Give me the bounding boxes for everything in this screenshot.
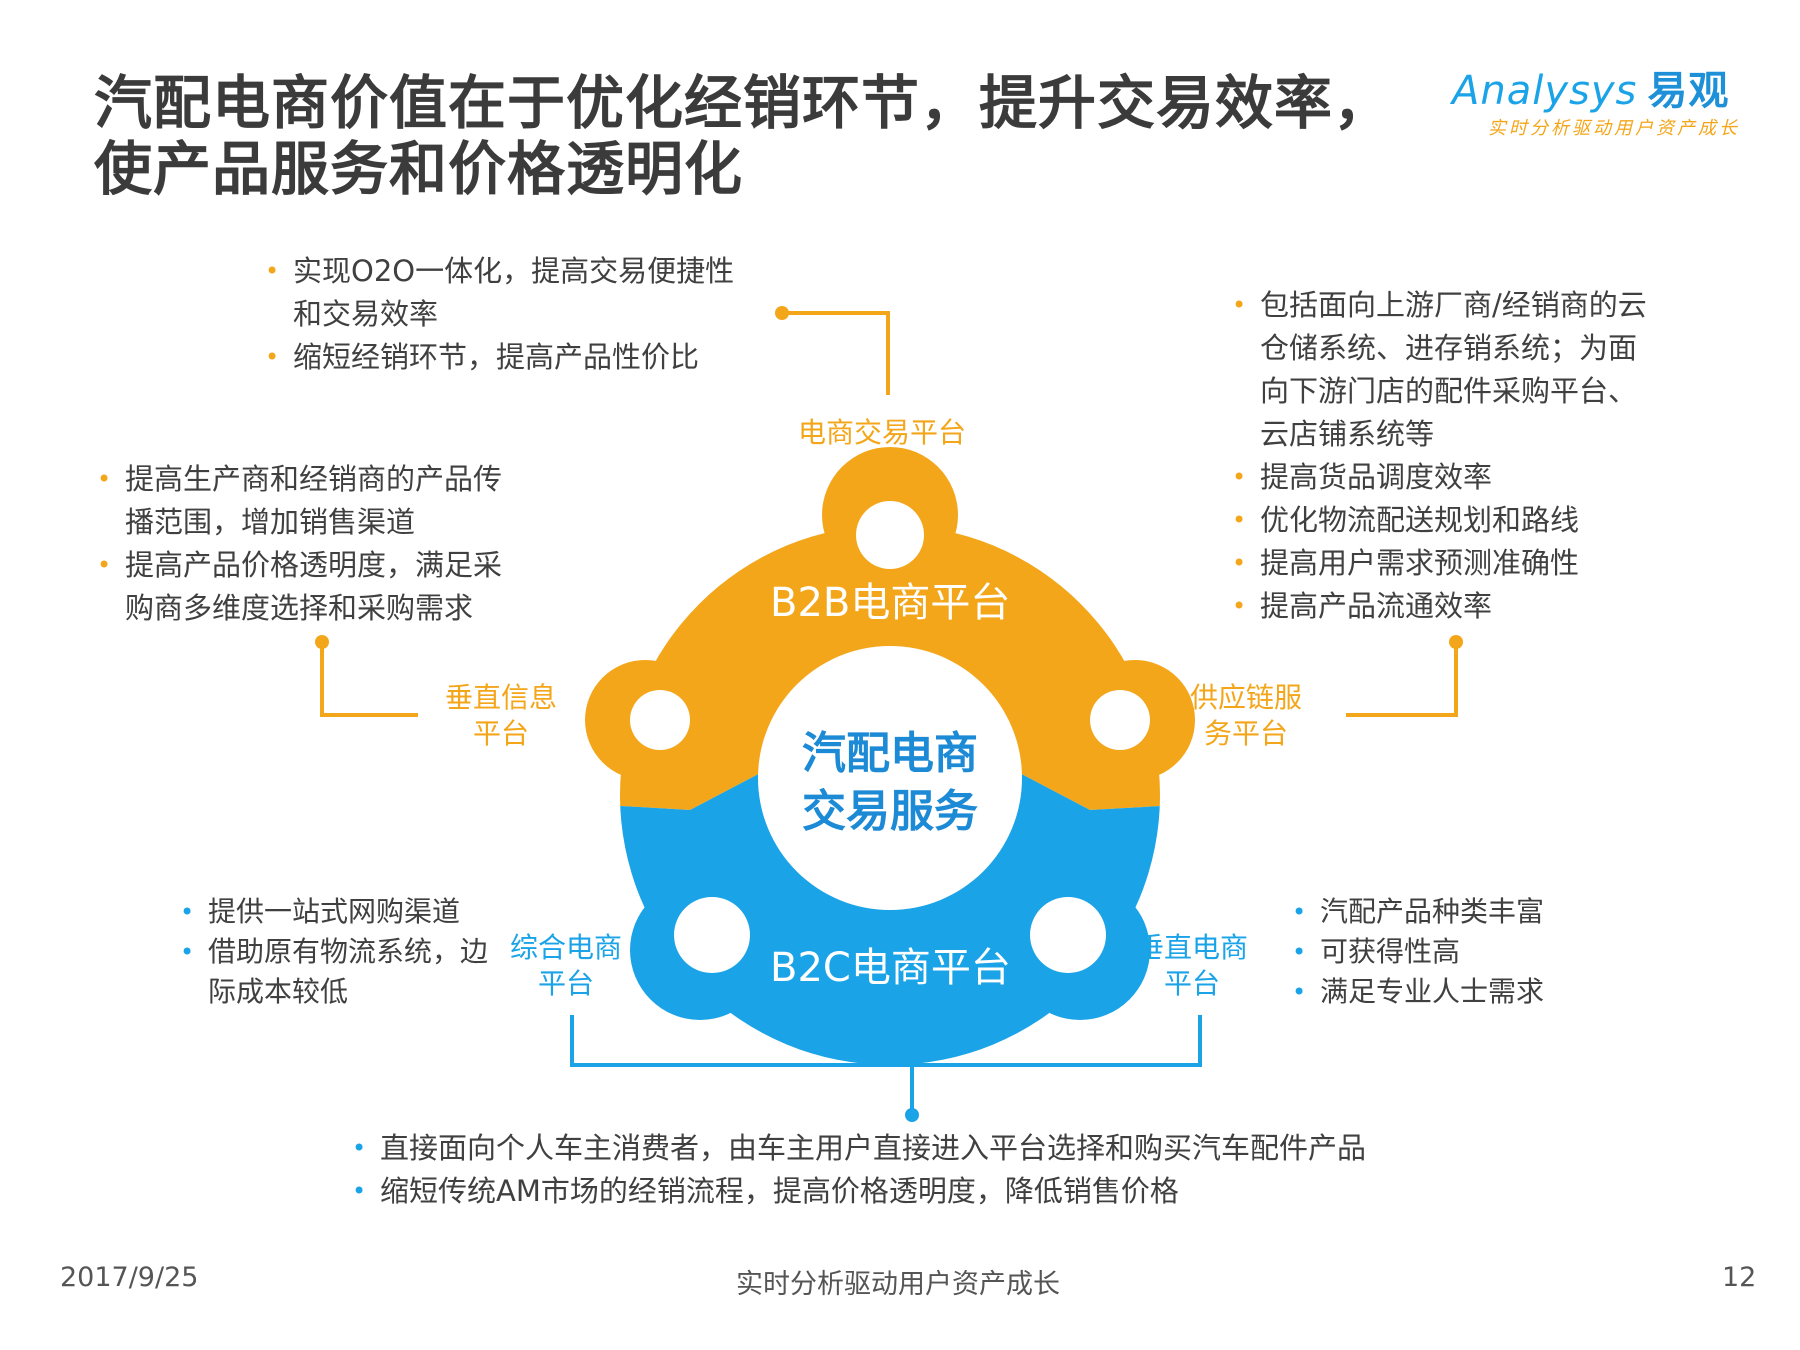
title-line-2: 使产品服务和价格透明化 bbox=[94, 135, 744, 203]
list-item: 提高产品流通效率 bbox=[1232, 585, 1647, 628]
label-vertical-info-line2: 平台 bbox=[473, 717, 530, 750]
handle-notch-right bbox=[1090, 690, 1150, 750]
connector-left-dot bbox=[315, 635, 329, 649]
b2b-platform-label: B2B电商平台 bbox=[770, 580, 1011, 626]
b2c-platform-label: B2C电商平台 bbox=[770, 945, 1011, 991]
label-comprehensive-line1: 综合电商 bbox=[510, 931, 623, 964]
list-item: 直接面向个人车主消费者，由车主用户直接进入平台选择和购买汽车配件产品 bbox=[352, 1127, 1366, 1170]
handle-notch-top bbox=[856, 501, 924, 569]
list-item: 汽配产品种类丰富 bbox=[1292, 892, 1544, 932]
handle-notch-bottom-left bbox=[674, 897, 750, 973]
label-supply-chain-line2: 务平台 bbox=[1204, 717, 1289, 750]
orange-connectors bbox=[320, 311, 1458, 717]
list-item: 提供一站式网购渠道 bbox=[180, 892, 488, 932]
connector-top-dot bbox=[775, 306, 789, 320]
label-vertical-ecommerce: 垂直电商 平台 bbox=[1136, 930, 1248, 1002]
footer-date: 2017/9/25 bbox=[60, 1262, 199, 1293]
logo-tagline: 实时分析驱动用户资产成长 bbox=[1488, 118, 1740, 139]
center-line-1: 汽配电商 bbox=[802, 728, 978, 779]
label-supply-chain: 供应链服 务平台 bbox=[1190, 680, 1302, 752]
label-comprehensive-line2: 平台 bbox=[538, 967, 595, 1000]
list-item: 满足专业人士需求 bbox=[1292, 972, 1544, 1012]
logo-cn: 易观 bbox=[1647, 68, 1730, 114]
logo-latin: Analysys bbox=[1452, 68, 1638, 114]
list-item: 缩短经销环节，提高产品性价比 bbox=[265, 336, 734, 379]
label-vertical-ec-line2: 平台 bbox=[1164, 967, 1221, 1000]
footer-slogan: 实时分析驱动用户资产成长 bbox=[736, 1269, 1060, 1300]
handle-notch-bottom-right bbox=[1030, 897, 1106, 973]
footer-page-number: 12 bbox=[1722, 1262, 1757, 1293]
page-title: 汽配电商价值在于优化经销环节，提升交易效率， 使产品服务和价格透明化 bbox=[94, 70, 1444, 202]
blue-bracket bbox=[570, 1015, 1202, 1112]
list-item: 包括面向上游厂商/经销商的云仓储系统、进存销系统；为面向下游门店的配件采购平台、… bbox=[1232, 284, 1647, 456]
handle-notch-left bbox=[630, 690, 690, 750]
center-title: 汽配电商 交易服务 bbox=[770, 725, 1010, 841]
list-item: 缩短传统AM市场的经销流程，提高价格透明度，降低销售价格 bbox=[352, 1170, 1366, 1213]
title-line-1: 汽配电商价值在于优化经销环节，提升交易效率， bbox=[94, 69, 1393, 137]
connector-left bbox=[320, 642, 418, 717]
list-item: 可获得性高 bbox=[1292, 932, 1544, 972]
label-comprehensive: 综合电商 平台 bbox=[510, 930, 622, 1002]
label-vertical-info-line1: 垂直信息 bbox=[445, 681, 558, 714]
notes-bottom: 直接面向个人车主消费者，由车主用户直接进入平台选择和购买汽车配件产品 缩短传统A… bbox=[352, 1127, 1366, 1213]
label-vertical-ec-line1: 垂直电商 bbox=[1136, 931, 1249, 964]
notes-right: 包括面向上游厂商/经销商的云仓储系统、进存销系统；为面向下游门店的配件采购平台、… bbox=[1232, 284, 1647, 628]
label-supply-chain-line1: 供应链服 bbox=[1190, 681, 1303, 714]
center-line-2: 交易服务 bbox=[802, 786, 978, 837]
label-vertical-info: 垂直信息 平台 bbox=[445, 680, 557, 752]
bracket-line bbox=[570, 1015, 1202, 1067]
center-circle bbox=[758, 646, 1022, 910]
label-ecommerce-trade: 电商交易平台 bbox=[798, 416, 967, 449]
notes-bottom-right: 汽配产品种类丰富 可获得性高 满足专业人士需求 bbox=[1292, 892, 1544, 1012]
connector-top bbox=[782, 311, 890, 395]
bracket-dot bbox=[905, 1108, 919, 1122]
list-item: 优化物流配送规划和路线 bbox=[1232, 499, 1647, 542]
list-item: 提高用户需求预测准确性 bbox=[1232, 542, 1647, 585]
connector-right bbox=[1346, 642, 1458, 717]
connector-right-dot bbox=[1449, 635, 1463, 649]
list-item: 提高货品调度效率 bbox=[1232, 456, 1647, 499]
